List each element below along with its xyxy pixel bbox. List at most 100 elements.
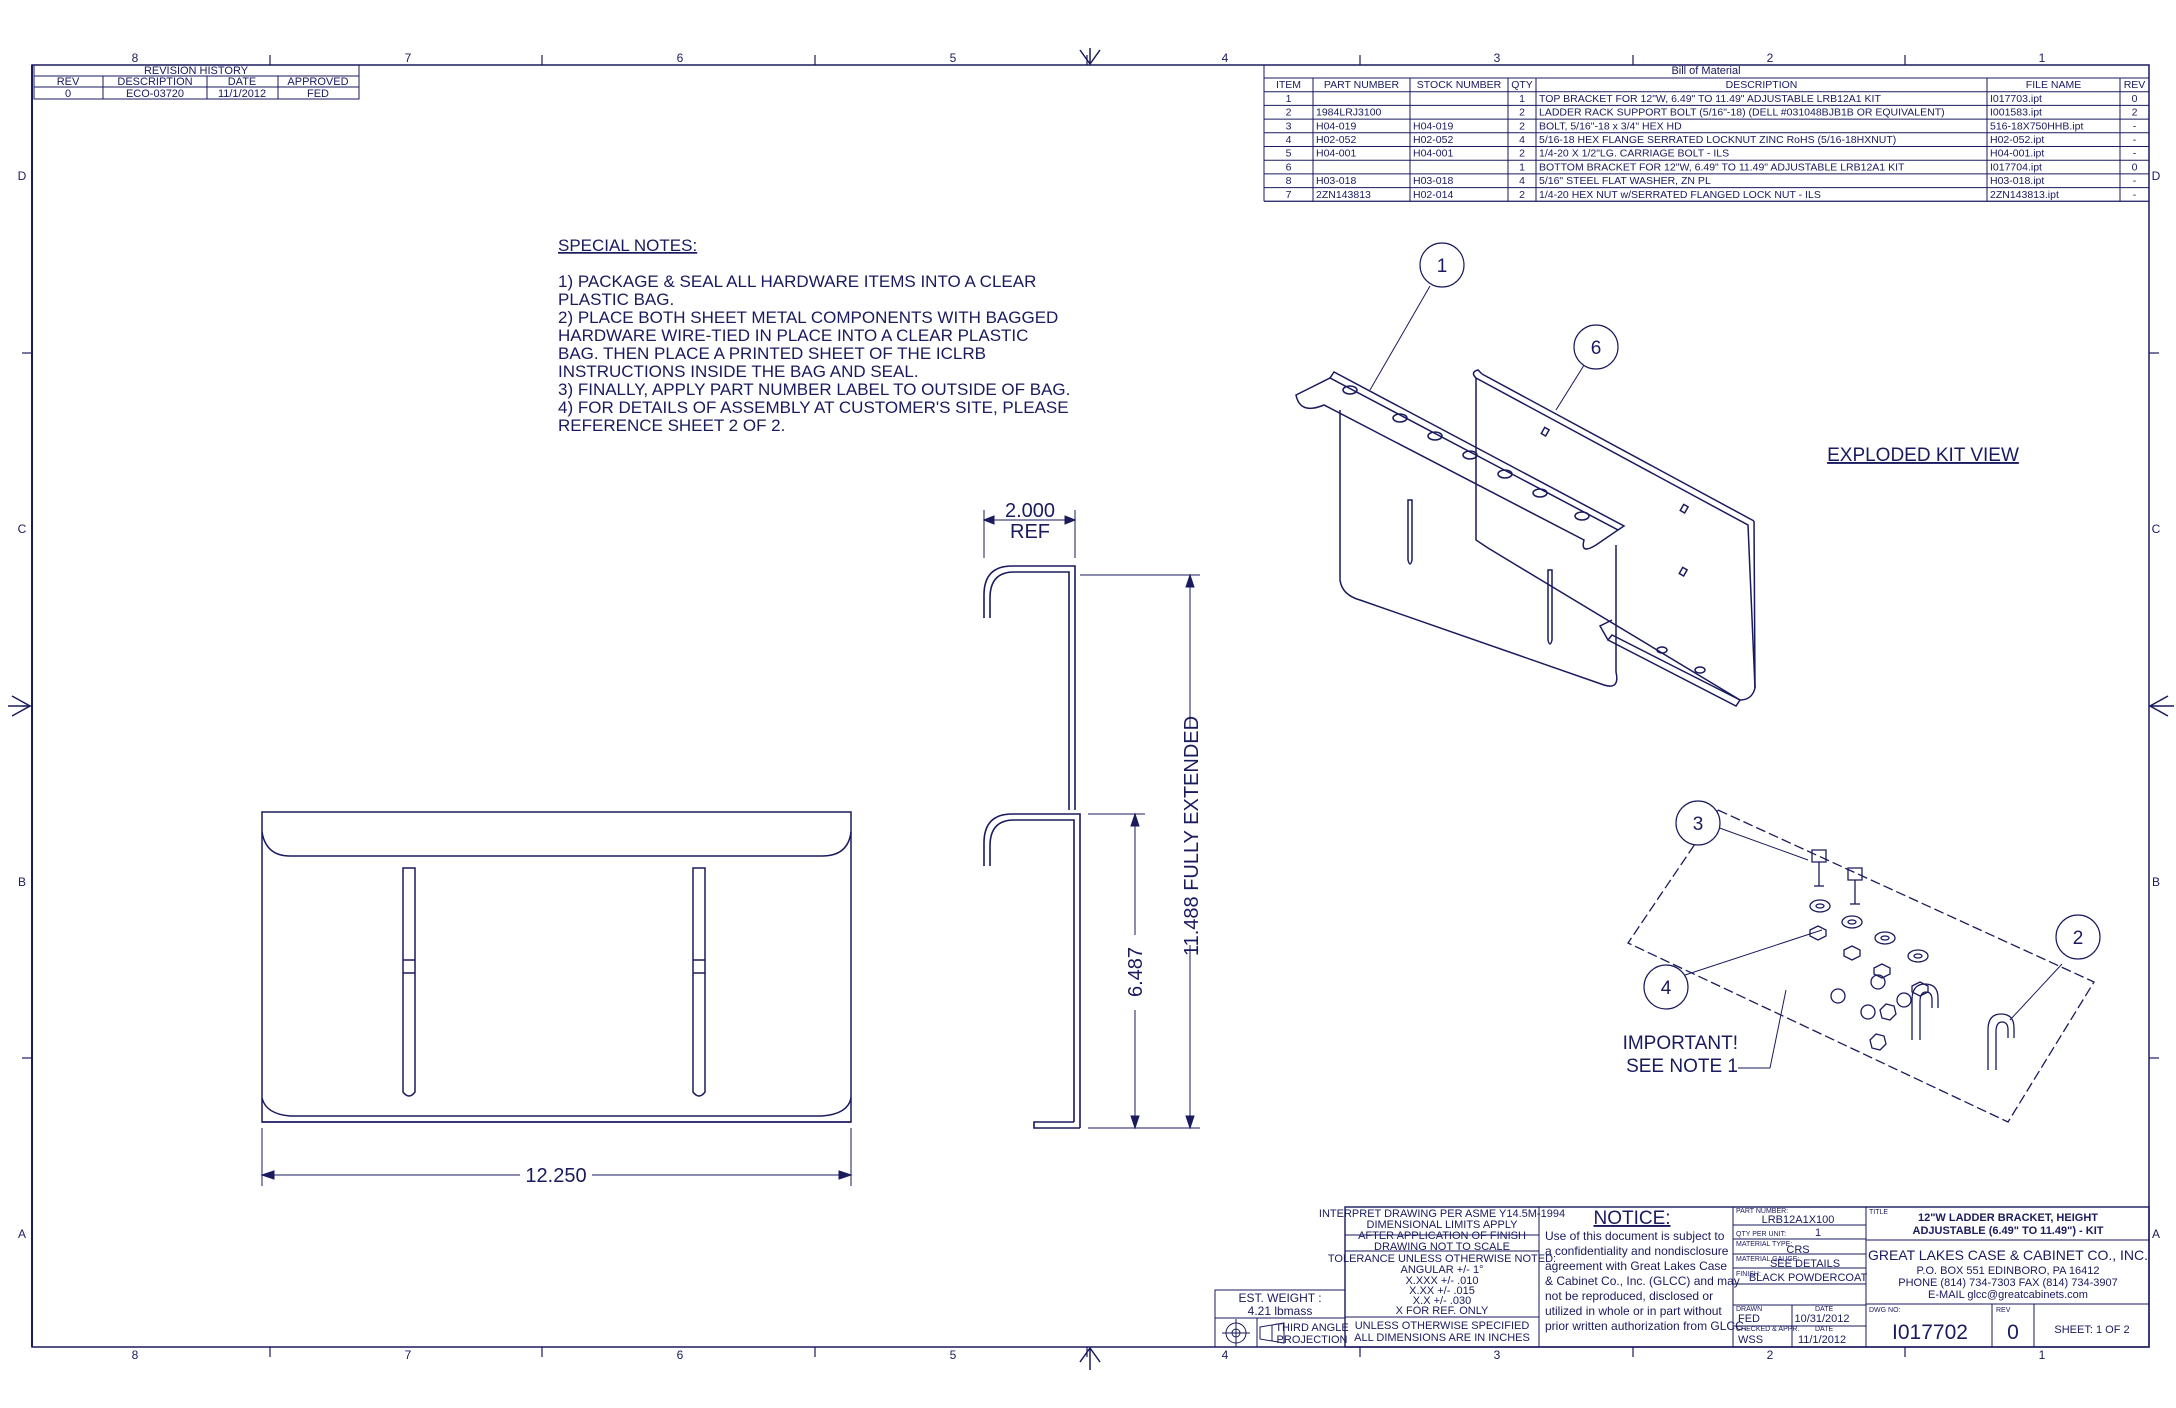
balloon-label: 6 — [1591, 338, 1602, 359]
balloon-label: 3 — [1693, 814, 1704, 835]
item-balloon-1: 1 — [1419, 242, 1465, 288]
zone-column-label: 2 — [1767, 1348, 1774, 1362]
zone-column-label: 7 — [405, 1348, 412, 1362]
zone-column-label: 1 — [2039, 51, 2046, 65]
min-height-dimension-label: 6.487 — [1125, 947, 1147, 997]
revision-header: REV — [57, 76, 80, 88]
width-dimension-label: 12.250 — [525, 1165, 586, 1187]
bom-cell: BOTTOM BRACKET FOR 12"W, 6.49" TO 11.49"… — [1539, 161, 1905, 173]
zone-row-label: B — [2152, 875, 2160, 889]
balloon-label: 4 — [1661, 978, 1672, 999]
drawing-frame — [31, 64, 2150, 1348]
bom-cell: H02-052 — [1413, 134, 1453, 146]
item-balloon-4: 4 — [1643, 964, 1689, 1010]
zone-row-label: B — [18, 875, 26, 889]
rev-label: REV — [1996, 1307, 2011, 1314]
drawing-title-line: 12"W LADDER BRACKET, HEIGHT — [1918, 1212, 2098, 1224]
exploded-view-top-bracket — [1295, 371, 1626, 687]
est-weight-value: 4.21 lbmass — [1248, 1304, 1313, 1318]
bom-cell: TOP BRACKET FOR 12"W, 6.49" TO 11.49" AD… — [1539, 93, 1881, 105]
tolerance-line: INTERPRET DRAWING PER ASME Y14.5M-1994 — [1319, 1208, 1565, 1220]
bom-cell: - — [2133, 175, 2137, 187]
revision-header: APPROVED — [287, 76, 348, 88]
tolerance-line: X.XX +/- .015 — [1409, 1285, 1475, 1297]
bom-cell: 1 — [1519, 93, 1525, 105]
revision-cell: FED — [307, 88, 329, 100]
drawn-date-label: DATE — [1815, 1306, 1833, 1313]
drawn-by-value: FED — [1738, 1313, 1760, 1325]
item-balloon-6: 6 — [1573, 324, 1619, 370]
zone-column-label: 4 — [1222, 51, 1229, 65]
bom-cell: 2 — [1519, 107, 1525, 119]
bom-header: QTY — [1511, 79, 1533, 91]
bom-cell: 2 — [1286, 107, 1292, 119]
bom-cell: I017703.ipt — [1990, 93, 2042, 105]
tolerance-line: DIMENSIONAL LIMITS APPLY — [1367, 1219, 1519, 1231]
bom-cell: 1 — [1286, 93, 1292, 105]
bom-cell: I001583.ipt — [1990, 107, 2042, 119]
revision-cell: ECO-03720 — [126, 88, 184, 100]
revision-cell: 0 — [65, 88, 71, 100]
tolerance-line: ANGULAR +/- 1° — [1401, 1264, 1484, 1276]
balloon-leaders — [1369, 285, 2063, 1069]
zone-column-label: 3 — [1494, 51, 1501, 65]
bom-header: DESCRIPTION — [1726, 79, 1798, 91]
checked-date-value: 11/1/2012 — [1798, 1334, 1846, 1346]
bom-header: FILE NAME — [2026, 79, 2081, 91]
zone-row-label: C — [18, 522, 27, 536]
zone-row-label: D — [18, 169, 27, 183]
drawing-number: I017702 — [1892, 1321, 1968, 1344]
tolerance-line: X FOR REF. ONLY — [1396, 1305, 1489, 1317]
note-line: BAG. THEN PLACE A PRINTED SHEET OF THE I… — [558, 344, 986, 363]
bom-cell: H04-001 — [1413, 148, 1453, 160]
see-note-label: SEE NOTE 1 — [1626, 1056, 1738, 1077]
bom-cell: - — [2133, 189, 2137, 201]
bom-cell: 2 — [1519, 189, 1525, 201]
zone-row-label: A — [18, 1227, 26, 1241]
zone-row-label: C — [2152, 522, 2161, 536]
notice-line: a confidentiality and nondisclosure — [1545, 1244, 1729, 1258]
notice-line: agreement with Great Lakes Case — [1545, 1259, 1727, 1273]
note-line: 4) FOR DETAILS OF ASSEMBLY AT CUSTOMER'S… — [558, 398, 1069, 417]
bom-cell: 2 — [1519, 148, 1525, 160]
bom-cell: 8 — [1286, 175, 1292, 187]
bom-cell: LADDER RACK SUPPORT BOLT (5/16"-18) (DEL… — [1539, 107, 1945, 119]
tolerance-line: X.X +/- .030 — [1413, 1295, 1471, 1307]
tolerance-line: UNLESS OTHERWISE SPECIFIED — [1355, 1320, 1530, 1332]
center-arrows — [8, 48, 2174, 1370]
title-label: TITLE — [1869, 1209, 1888, 1216]
notice-line: Use of this document is subject to — [1545, 1229, 1725, 1243]
bom-cell: 7 — [1286, 189, 1292, 201]
notice-line: & Cabinet Co., Inc. (GLCC) and may — [1545, 1274, 1740, 1288]
title-block-lines — [1214, 1206, 2150, 1348]
balloon-label: 1 — [1437, 256, 1448, 277]
note-line: REFERENCE SHEET 2 OF 2. — [558, 416, 785, 435]
bom-cell: 2 — [1519, 120, 1525, 132]
bom-cell: H03-018 — [1316, 175, 1356, 187]
bom-title: Bill of Material — [1671, 65, 1740, 77]
qty-value: 1 — [1815, 1227, 1821, 1239]
balloon-label: 2 — [2073, 928, 2084, 949]
hardware-bag — [1627, 809, 2095, 1123]
checked-by-value: WSS — [1738, 1334, 1763, 1346]
company-email: E-MAIL glcc@greatcabinets.com — [1928, 1289, 2088, 1301]
zone-row-label: D — [2152, 169, 2161, 183]
projection-label: THIRD ANGLE — [1275, 1322, 1348, 1334]
tolerance-line: DRAWING NOT TO SCALE — [1374, 1241, 1510, 1253]
part-info-block: PART NUMBER: LRB12A1X100 QTY PER UNIT: 1… — [1736, 1208, 1867, 1346]
zone-column-label: 1 — [2039, 1348, 2046, 1362]
bom-cell: 0 — [2132, 161, 2138, 173]
width-dimension — [260, 1128, 853, 1186]
bom-cell: H02-052 — [1316, 134, 1356, 146]
company-name: GREAT LAKES CASE & CABINET CO., INC. — [1868, 1247, 2148, 1263]
revision-history-title: REVISION HISTORY — [144, 65, 249, 77]
material-type-value: CRS — [1786, 1244, 1809, 1256]
qty-label: QTY PER UNIT: — [1736, 1231, 1786, 1238]
revision-cell: 11/1/2012 — [218, 88, 266, 100]
bom-cell: H02-014 — [1413, 189, 1453, 201]
bom-cell: 2 — [2132, 107, 2138, 119]
notice-line: prior written authorization from GLCC. — [1545, 1319, 1747, 1333]
bom-cell: 5/16" STEEL FLAT WASHER, ZN PL — [1539, 175, 1711, 187]
bom-cell: - — [2133, 134, 2137, 146]
